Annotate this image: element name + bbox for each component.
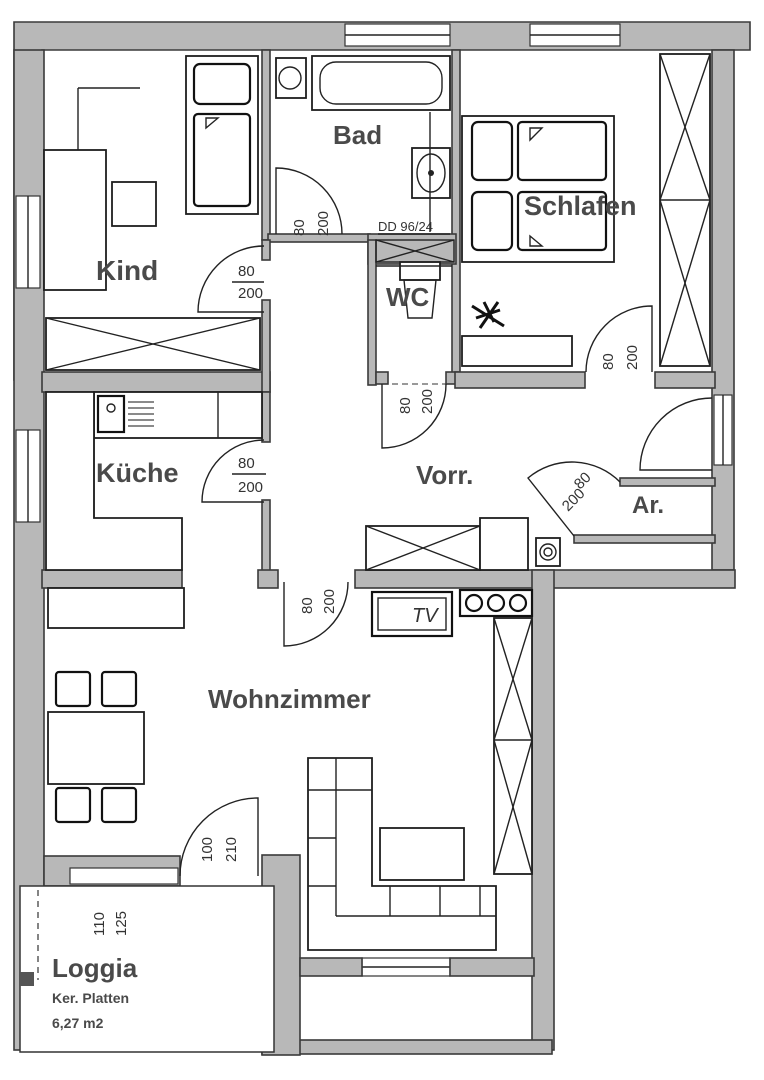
dim-kind-h: 200 xyxy=(238,285,263,302)
doors xyxy=(179,167,713,877)
dim-schlafen-h: 200 xyxy=(624,345,641,370)
dim-loggia-window-h: 125 xyxy=(113,911,130,936)
bathtub xyxy=(311,55,451,111)
wall-kind-bad xyxy=(261,49,271,241)
plant-icon xyxy=(471,301,505,329)
dim-kueche-w: 80 xyxy=(238,455,255,472)
room-label-wc: WC xyxy=(386,282,430,312)
dim-schlafen-w: 80 xyxy=(600,353,617,370)
outer-wall-right xyxy=(711,49,735,571)
window-note: DD 96/24 xyxy=(378,219,433,234)
room-label-kueche: Küche xyxy=(96,458,179,488)
dim-bad-w: 80 xyxy=(291,219,308,236)
dim-wc-h: 200 xyxy=(419,389,436,414)
loggia-material: Ker. Platten xyxy=(52,990,129,1006)
wall-bad-schlafen xyxy=(451,49,461,381)
dim-kind-w: 80 xyxy=(238,263,255,280)
living-shelf xyxy=(493,617,533,875)
dim-wohn-h: 200 xyxy=(321,589,338,614)
dim-loggia-window-w: 110 xyxy=(91,912,108,936)
dim-kueche-h: 200 xyxy=(238,479,263,496)
tv-unit xyxy=(370,590,454,638)
dim-loggia-door-w: 100 xyxy=(199,837,216,862)
kitchen-counter-side xyxy=(45,391,183,571)
dining-table xyxy=(47,711,145,785)
room-label-vorr: Vorr. xyxy=(416,460,473,490)
room-label-ar: Ar. xyxy=(632,492,664,519)
room-label-schlafen: Schlafen xyxy=(524,191,637,221)
wc-toilet xyxy=(399,261,441,281)
room-label-bad: Bad xyxy=(333,120,382,150)
coffee-table xyxy=(379,827,465,881)
room-label-wohnzimmer: Wohnzimmer xyxy=(208,684,371,714)
tv-label: TV xyxy=(412,605,439,627)
dim-bad-h: 200 xyxy=(315,211,332,236)
dim-wc-w: 80 xyxy=(397,397,414,414)
schlafen-wardrobe xyxy=(659,53,711,367)
kind-desk xyxy=(43,149,107,291)
dim-loggia-door-h: 210 xyxy=(223,837,240,862)
loggia-area: 6,27 m2 xyxy=(52,1015,104,1031)
sofa xyxy=(307,757,497,951)
dim-wohn-w: 80 xyxy=(299,597,316,614)
room-label-kind: Kind xyxy=(96,255,158,286)
room-label-loggia: Loggia xyxy=(52,953,138,983)
furniture xyxy=(43,53,711,951)
wall-wohnzimmer-right xyxy=(531,569,555,1051)
